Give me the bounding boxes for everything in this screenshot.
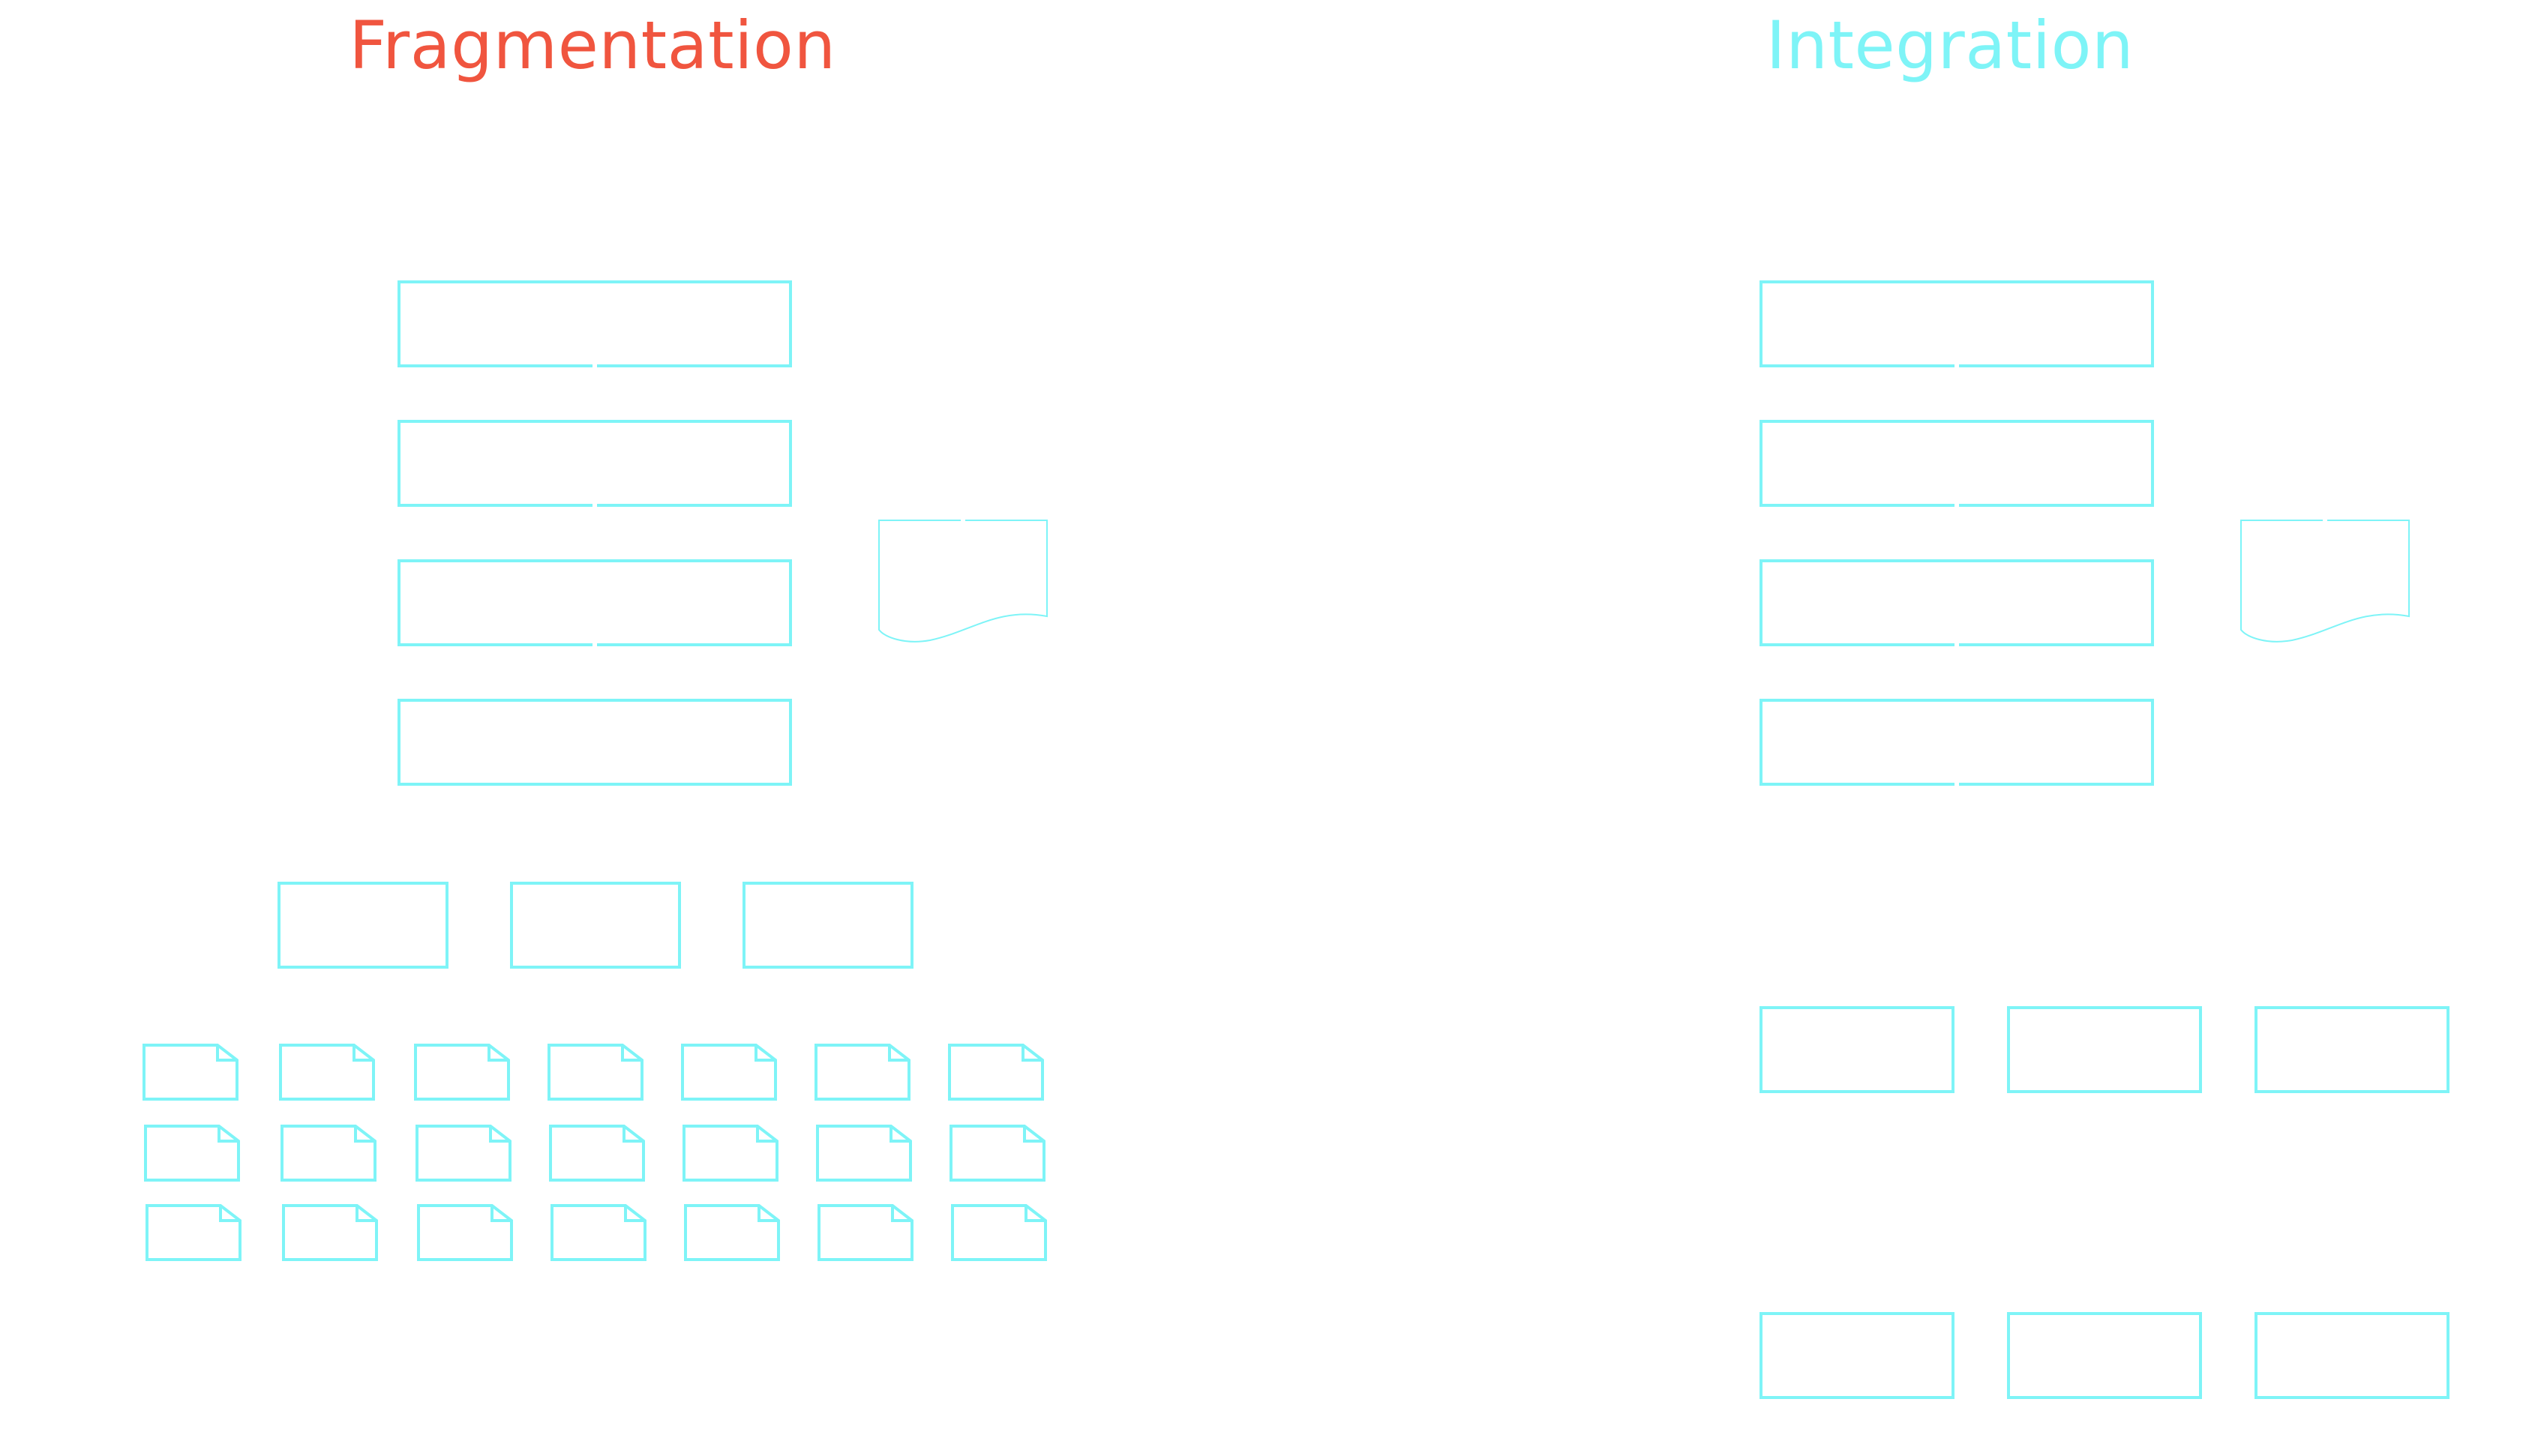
fragmentation-layer-2 (398, 420, 792, 507)
fragmentation-panel (142, 280, 1048, 1261)
file-folded-corner-icon (417, 1204, 513, 1261)
file-folded-corner-icon (146, 1204, 242, 1261)
file-folded-corner-icon (549, 1125, 645, 1182)
integration-service-box (2254, 1006, 2450, 1093)
integration-service-box (2254, 1312, 2450, 1399)
file-folded-corner-icon (282, 1204, 378, 1261)
file-folded-corner-icon (950, 1125, 1046, 1182)
file-folded-corner-icon (280, 1125, 376, 1182)
fragmentation-file-grid (142, 1044, 1047, 1261)
file-folded-corner-icon (550, 1204, 646, 1261)
integration-service-box (1760, 1006, 1954, 1093)
file-folded-corner-icon (416, 1125, 512, 1182)
integration-layer-3 (1760, 559, 2154, 646)
integration-layer-2 (1760, 420, 2154, 507)
fragmentation-service-box (510, 882, 681, 969)
file-folded-corner-icon (682, 1125, 778, 1182)
file-folded-corner-icon (948, 1044, 1044, 1101)
integration-service-row-lower (1760, 1312, 2450, 1399)
integration-service-row-upper (1760, 1006, 2450, 1093)
fragmentation-layer-4 (398, 699, 792, 786)
file-folded-corner-icon (814, 1044, 910, 1101)
file-folded-corner-icon (818, 1204, 914, 1261)
fragmentation-title: Fragmentation (349, 7, 836, 84)
file-folded-corner-icon (279, 1044, 375, 1101)
integration-service-box (1760, 1312, 1954, 1399)
file-folded-corner-icon (951, 1204, 1047, 1261)
connector-seams (592, 360, 2327, 790)
fragmentation-service-box (742, 882, 914, 969)
fragmentation-layer-1 (398, 280, 792, 367)
file-folded-corner-icon (142, 1044, 238, 1101)
file-folded-corner-icon (414, 1044, 510, 1101)
document-wave-icon (2240, 520, 2410, 643)
file-folded-corner-icon (144, 1125, 240, 1182)
integration-layer-4 (1760, 699, 2154, 786)
integration-layer-1 (1760, 280, 2154, 367)
file-folded-corner-icon (684, 1204, 780, 1261)
fragmentation-layer-3 (398, 559, 792, 646)
file-folded-corner-icon (681, 1044, 777, 1101)
file-folded-corner-icon (816, 1125, 912, 1182)
integration-panel (1760, 280, 2450, 1399)
integration-layer-stack (1760, 280, 2154, 786)
integration-service-box (2007, 1312, 2202, 1399)
integration-service-box (2007, 1006, 2202, 1093)
fragmentation-service-row (278, 882, 914, 969)
file-folded-corner-icon (548, 1044, 644, 1101)
fragmentation-layer-stack (398, 280, 792, 786)
fragmentation-service-box (278, 882, 448, 969)
integration-title: Integration (1766, 7, 2134, 84)
document-wave-icon (878, 520, 1048, 643)
